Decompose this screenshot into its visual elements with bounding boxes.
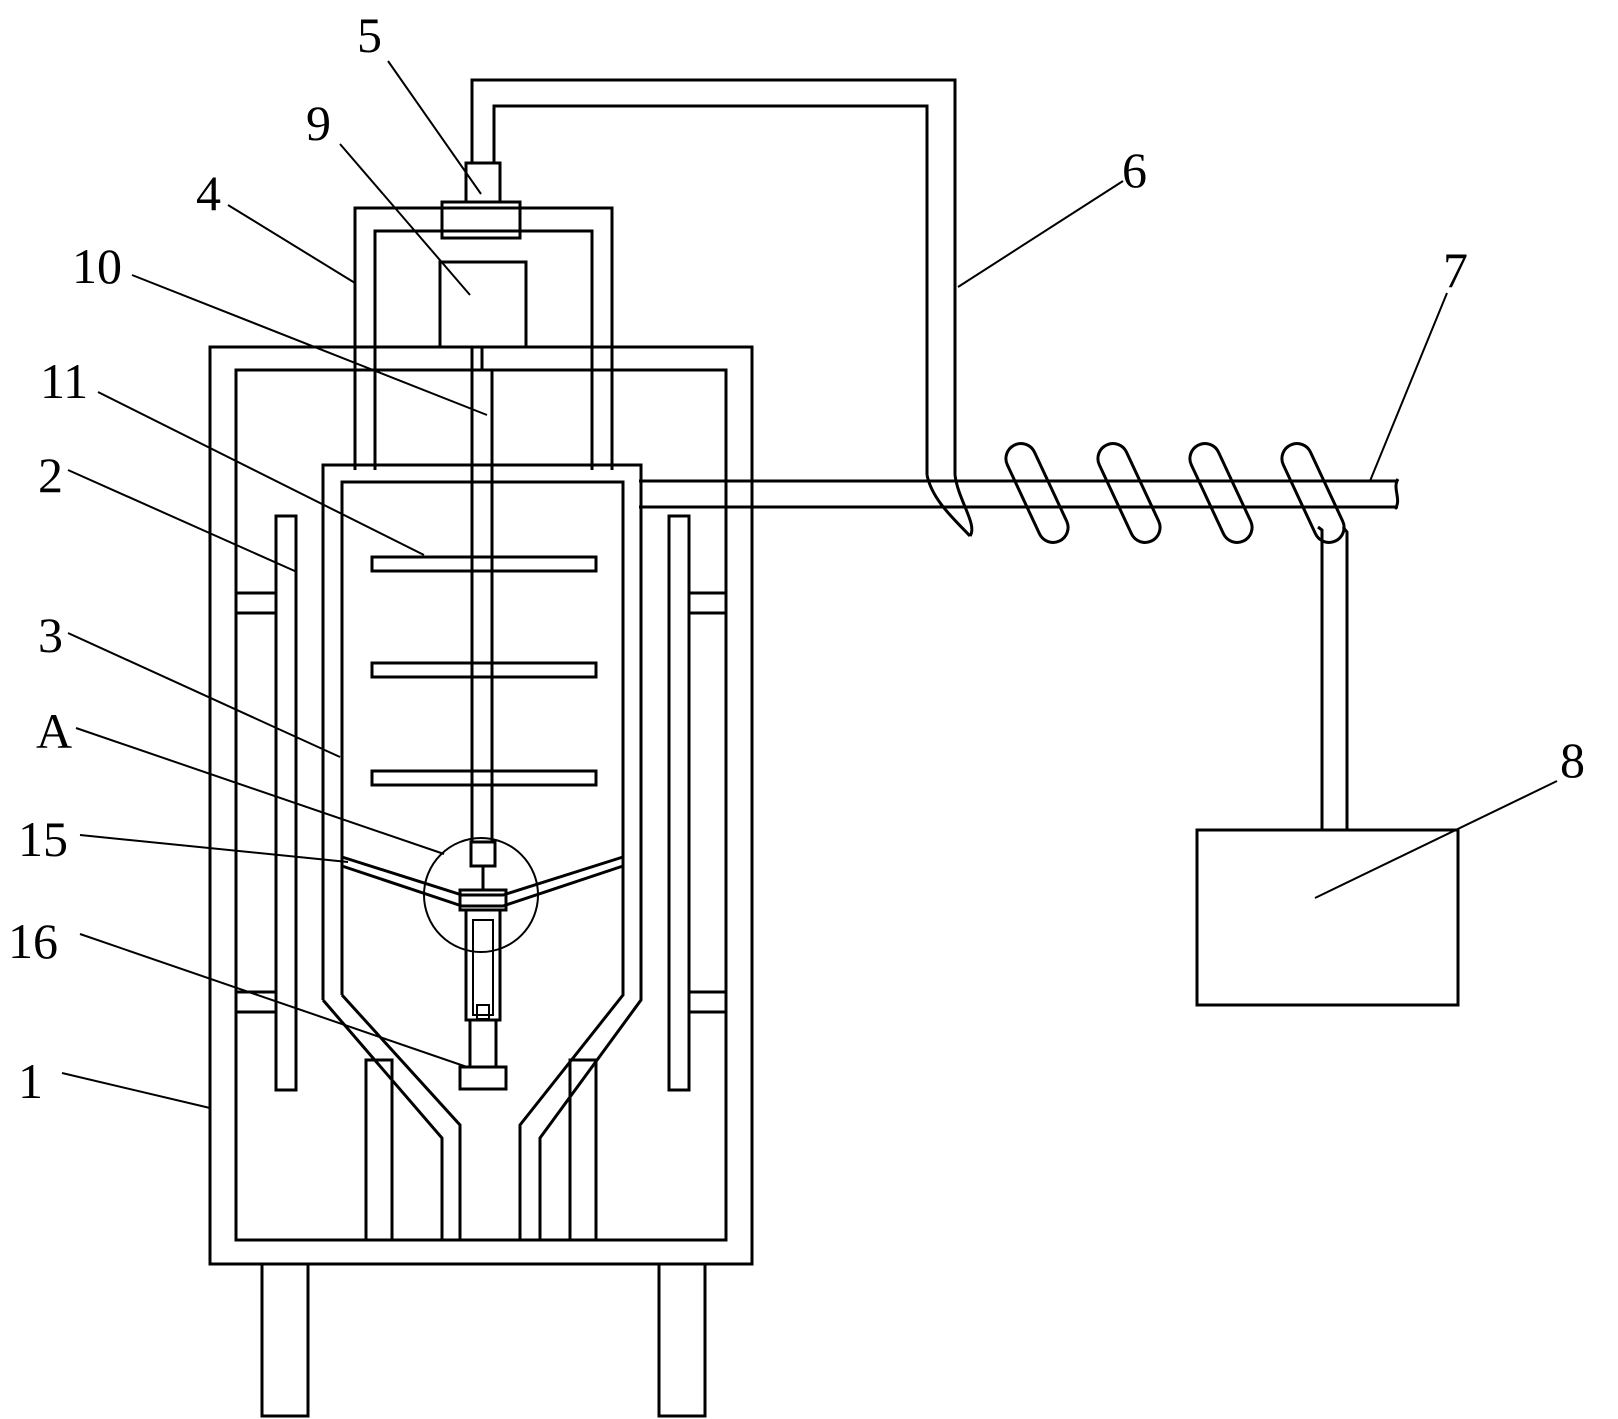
- pipe-7: [639, 478, 1400, 510]
- label-5: 5: [357, 7, 382, 63]
- label-9: 9: [306, 95, 331, 151]
- connector-block: [440, 161, 522, 240]
- coil-loops: [1004, 442, 1346, 544]
- label-4: 4: [196, 165, 221, 221]
- detail-a-assembly: [458, 840, 508, 1091]
- leader-lines: [61, 60, 1558, 1109]
- label-2: 2: [38, 447, 63, 503]
- bottom-supports: [364, 1058, 598, 1242]
- tank-8: [1195, 828, 1460, 1007]
- heating-rod-left: [234, 514, 298, 1092]
- detail-circle-a: [423, 837, 539, 953]
- stir-blades: [370, 555, 598, 787]
- stir-shaft: [470, 347, 494, 842]
- inner-vessel: [321, 463, 643, 1240]
- pipe-6: [470, 78, 974, 538]
- label-15: 15: [18, 811, 68, 867]
- label-6: 6: [1122, 142, 1147, 198]
- drain-pipe: [1317, 525, 1349, 830]
- outer-housing: [208, 345, 754, 1266]
- label-11: 11: [40, 353, 88, 409]
- filter-plate: [341, 855, 624, 908]
- label-3: 3: [38, 607, 63, 663]
- label-8: 8: [1560, 732, 1585, 788]
- label-a: A: [36, 703, 72, 759]
- label-10: 10: [72, 238, 122, 294]
- label-7: 7: [1443, 242, 1468, 298]
- label-16: 16: [8, 913, 58, 969]
- top-frame: [353, 206, 614, 470]
- heating-rod-right: [667, 514, 728, 1092]
- label-1: 1: [18, 1053, 43, 1109]
- support-legs: [260, 1262, 707, 1418]
